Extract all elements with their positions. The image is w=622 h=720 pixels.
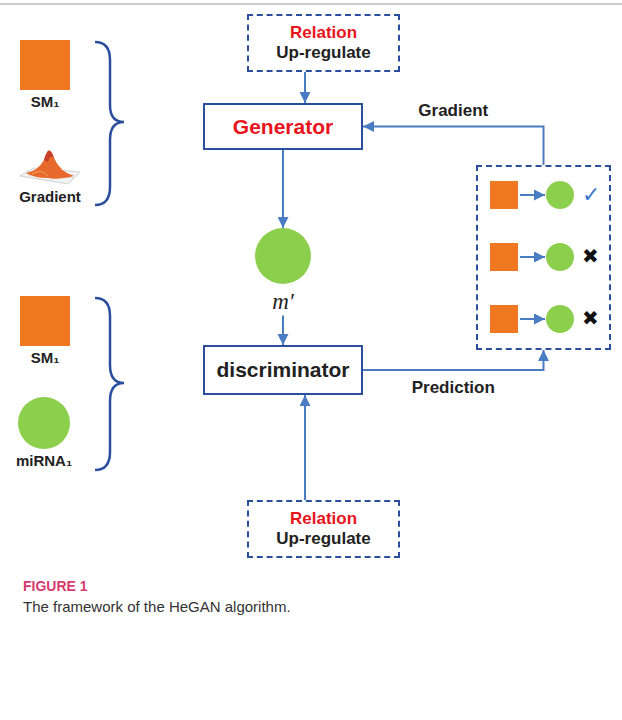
discriminator-box: discriminator	[203, 345, 363, 395]
box-text: Generator	[233, 114, 333, 139]
generated-mirna: m′	[255, 228, 311, 316]
node-label: SM₁	[31, 349, 60, 367]
figure-caption: The framework of the HeGAN algorithm.	[20, 598, 294, 616]
flow-arrow	[304, 395, 306, 500]
green-circle	[255, 228, 311, 284]
small-molecule: SM₁	[20, 296, 70, 367]
orange-square	[20, 40, 70, 90]
flow-arrow	[304, 72, 306, 103]
box-text: Up-regulate	[276, 529, 370, 549]
box-text: discriminator	[216, 357, 349, 382]
result-mark: ✖	[582, 306, 599, 330]
flow-arrow	[363, 127, 544, 166]
result-mark: ✓	[582, 182, 600, 208]
orange-square	[20, 296, 70, 346]
gradient-surface	[20, 150, 80, 184]
flow-arrow	[282, 150, 284, 228]
figure-number: FIGURE 1	[20, 578, 91, 595]
mirna: miRNA₁	[15, 397, 73, 470]
node-label: m′	[272, 288, 294, 316]
edge-label: Gradient	[415, 101, 491, 121]
box-text: Relation	[290, 23, 357, 43]
box-text: Relation	[290, 509, 357, 529]
box-text: Up-regulate	[276, 43, 370, 63]
node-label: miRNA₁	[16, 452, 72, 470]
generator-box: Generator	[203, 103, 363, 150]
relation-box: RelationUp-regulate	[247, 14, 400, 72]
edge-label: Prediction	[409, 378, 498, 398]
node-label: SM₁	[31, 93, 60, 111]
flow-arrow	[282, 316, 284, 345]
flow-arrow	[363, 350, 544, 370]
result-mark: ✖	[582, 244, 599, 268]
small-molecule: SM₁	[20, 40, 70, 111]
brace	[95, 42, 124, 205]
top-rule	[0, 3, 622, 5]
green-circle	[18, 397, 70, 449]
relation-box: RelationUp-regulate	[247, 500, 400, 558]
illustration-label: Gradient	[16, 188, 84, 206]
brace	[95, 298, 124, 470]
prediction-panel: ✓ ✖ ✖	[476, 165, 611, 350]
